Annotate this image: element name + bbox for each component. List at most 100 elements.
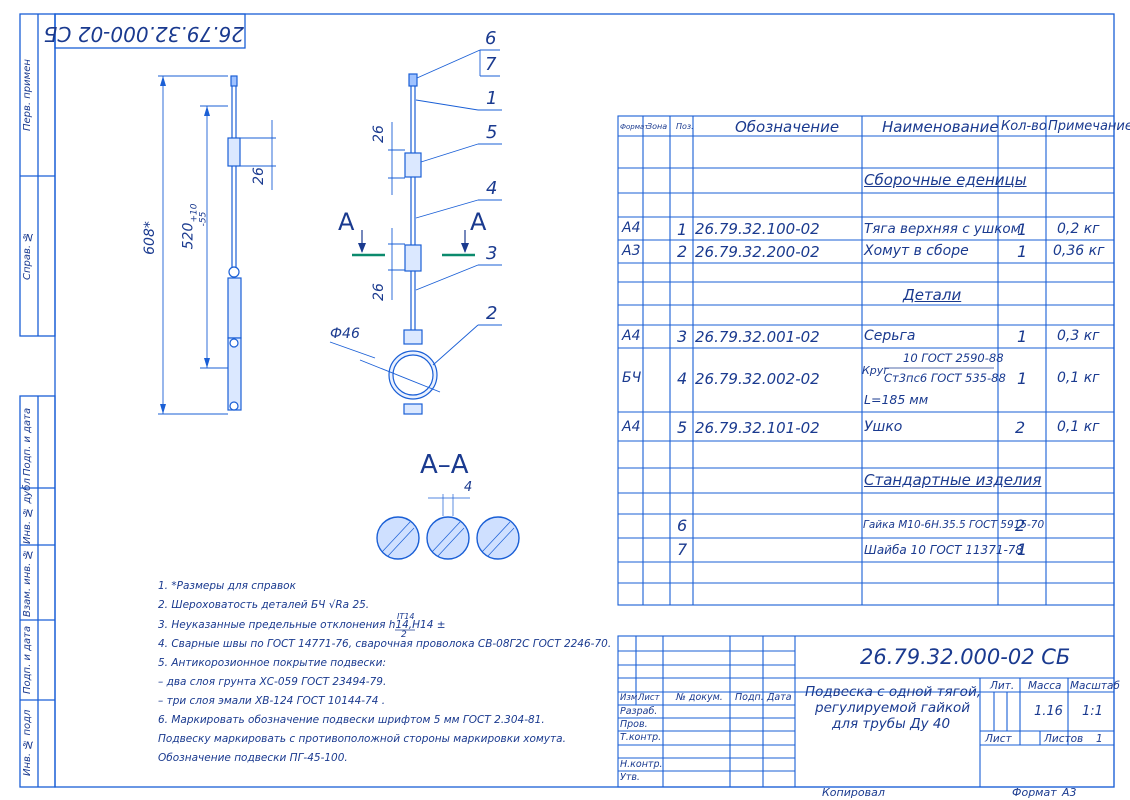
note-3-frac-num: IT14 bbox=[397, 612, 415, 621]
spec-row-4-qty: 1 bbox=[1017, 369, 1028, 388]
section-title: А–А bbox=[420, 450, 469, 480]
spec-row-3-format: А4 bbox=[622, 328, 641, 344]
spec-row-1-format: А4 bbox=[622, 220, 641, 236]
spec-row-5-name: Ушко bbox=[864, 419, 903, 435]
dimension-608: 608* bbox=[141, 221, 158, 255]
spec-row-1-note: 0,2 кг bbox=[1057, 221, 1100, 237]
title-block-listov: Листов bbox=[1044, 733, 1084, 745]
side-label-inv-podl: Инв. № подл bbox=[22, 709, 33, 777]
note-1: 1. *Размеры для справок bbox=[158, 580, 296, 592]
spec-row-5-designation: 26.79.32.101-02 bbox=[695, 419, 820, 437]
title-block-podp: Подп. bbox=[735, 692, 764, 703]
spec-row-1-name: Тяга верхняя с ушком bbox=[864, 221, 1021, 237]
side-label-perv-primen: Перв. примен bbox=[22, 59, 33, 131]
title-block-masshtab: Масштаб bbox=[1070, 680, 1120, 692]
dimension-26-mid-top: 26 bbox=[370, 125, 387, 143]
spec-row-4-pos: 4 bbox=[677, 369, 688, 388]
note-3: 3. Неуказанные предельные отклонения h14… bbox=[158, 619, 446, 631]
dimension-phi46: Ф46 bbox=[330, 326, 360, 342]
spec-header-name: Наименование bbox=[882, 118, 999, 136]
title-block-izm: Изм. bbox=[620, 693, 640, 703]
dimension-4: 4 bbox=[464, 480, 473, 495]
spec-row-2-name: Хомут в сборе bbox=[864, 243, 969, 259]
spec-row-6-qty: 2 bbox=[1015, 516, 1026, 535]
note-3-frac-den: 2 bbox=[401, 630, 407, 640]
note-4: 4. Сварные швы по ГОСТ 14771-76, сварочн… bbox=[158, 638, 612, 650]
spec-row-6-name: Гайка М10-6Н.35.5 ГОСТ 5915-70 bbox=[863, 519, 1045, 531]
section-a-a bbox=[376, 516, 520, 560]
spec-section-details: Детали bbox=[903, 286, 962, 304]
side-label-vzam-inv: Взам. инв. № bbox=[22, 548, 33, 618]
spec-section-assembly: Сборочные еденицы bbox=[864, 171, 1027, 189]
spec-row-5-pos: 5 bbox=[677, 418, 688, 437]
dimension-26-mid-bottom: 26 bbox=[370, 283, 387, 301]
position-4: 4 bbox=[486, 178, 498, 199]
footer-kopiroval: Копировал bbox=[822, 786, 885, 799]
section-hatch bbox=[381, 494, 515, 557]
section-mark-right: А bbox=[470, 208, 487, 236]
footer-format-value: А3 bbox=[1062, 786, 1077, 799]
spec-row-7-qty: 1 bbox=[1017, 540, 1028, 559]
dimension-26-left: 26 bbox=[250, 167, 267, 185]
title-block-name-2: регулируемой гайкой bbox=[815, 700, 971, 716]
spec-row-3-name: Серьга bbox=[864, 328, 916, 344]
title-block-list-h: Лист bbox=[638, 693, 660, 703]
spec-row-4-krug: Круг bbox=[862, 364, 890, 377]
spec-row-3-qty: 1 bbox=[1017, 327, 1028, 346]
title-block-designation: 26.79.32.000-02 СБ bbox=[860, 645, 1071, 669]
spec-row-7-pos: 7 bbox=[677, 540, 688, 559]
spec-header-note: Примечание bbox=[1048, 119, 1130, 134]
spec-row-3-pos: 3 bbox=[677, 327, 688, 346]
title-block-list: Лист bbox=[985, 733, 1012, 745]
spec-header-format: Формат bbox=[620, 123, 649, 131]
title-block-name-1: Подвеска с одной тягой, bbox=[805, 684, 982, 700]
title-block-name-3: для трубы Ду 40 bbox=[832, 716, 951, 732]
hanger-front-view bbox=[227, 75, 242, 411]
spec-row-5-note: 0,1 кг bbox=[1057, 419, 1100, 435]
spec-row-2-designation: 26.79.32.200-02 bbox=[695, 243, 820, 261]
spec-row-2-qty: 1 bbox=[1017, 242, 1028, 261]
title-block-scale-value: 1:1 bbox=[1082, 704, 1103, 719]
spec-row-4-length: L=185 мм bbox=[864, 392, 929, 407]
spec-row-4-format: БЧ bbox=[622, 370, 642, 386]
title-block-massa: Масса bbox=[1028, 680, 1062, 692]
spec-row-6-pos: 6 bbox=[677, 516, 688, 535]
title-block-listov-value: 1 bbox=[1096, 733, 1103, 745]
note-6b: Обозначение подвески ПГ-45-100. bbox=[158, 752, 348, 764]
footer-format-label: Формат bbox=[1012, 786, 1057, 799]
note-5a: – два слоя грунта ХС-059 ГОСТ 23494-79. bbox=[158, 676, 387, 688]
position-5: 5 bbox=[486, 122, 498, 143]
dimension-520: 520 bbox=[180, 222, 197, 250]
note-5b: – три слоя эмали ХВ-124 ГОСТ 10144-74 . bbox=[158, 695, 386, 707]
title-block-data: Дата bbox=[767, 692, 792, 703]
title-block-n-dokum: № докум. bbox=[676, 692, 723, 703]
section-mark-left: А bbox=[338, 208, 355, 236]
position-3: 3 bbox=[486, 243, 498, 264]
dimension-520-tol-dn: -55 bbox=[198, 211, 209, 227]
spec-row-2-pos: 2 bbox=[677, 242, 688, 261]
spec-header-zone: Зона bbox=[647, 122, 668, 131]
side-label-podp-data-2: Подп. и дата bbox=[22, 625, 33, 695]
dimension-arrows bbox=[160, 76, 210, 414]
spec-header-qty: Кол-во bbox=[1001, 119, 1047, 134]
spec-row-2-format: А3 bbox=[622, 243, 641, 259]
title-block-utv: Утв. bbox=[620, 772, 640, 783]
spec-row-4-bottom: Ст3пс6 ГОСТ 535-88 bbox=[884, 371, 1006, 385]
spec-row-4-top: 10 ГОСТ 2590-88 bbox=[903, 351, 1004, 365]
side-label-inv-dubl: Инв. № дубл bbox=[22, 478, 33, 544]
spec-row-1-qty: 1 bbox=[1017, 220, 1028, 239]
spec-row-5-format: А4 bbox=[622, 419, 641, 435]
spec-row-7-name: Шайба 10 ГОСТ 11371-78 bbox=[864, 543, 1024, 557]
spec-row-5-qty: 2 bbox=[1015, 418, 1026, 437]
title-block-massa-value: 1.16 bbox=[1034, 704, 1063, 719]
spec-row-2-note: 0,36 кг bbox=[1053, 243, 1105, 259]
position-6: 6 bbox=[485, 28, 497, 49]
title-block-tkontr: Т.контр. bbox=[620, 732, 662, 743]
spec-row-3-designation: 26.79.32.001-02 bbox=[695, 328, 820, 346]
title-block-nkontr: Н.контр. bbox=[620, 759, 663, 770]
note-6: 6. Маркировать обозначение подвески шриф… bbox=[158, 714, 545, 726]
spec-row-3-note: 0,3 кг bbox=[1057, 328, 1100, 344]
spec-row-1-designation: 26.79.32.100-02 bbox=[695, 220, 820, 238]
side-label-sprav-no: Справ. № bbox=[22, 230, 33, 280]
